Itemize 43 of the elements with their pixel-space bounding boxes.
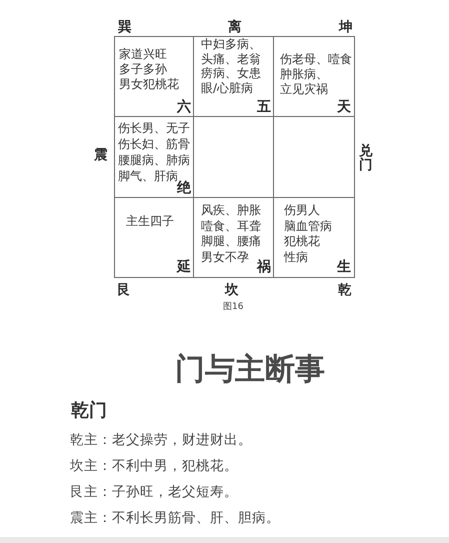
corner-label: 天 — [337, 100, 351, 115]
corner-label: 五 — [257, 100, 271, 115]
cell-text: 多子多孙 — [119, 62, 167, 76]
grid-cell — [193, 197, 274, 278]
corner-label: 延 — [177, 260, 191, 275]
corner-label: 生 — [337, 260, 351, 275]
figure-caption: 图16 — [223, 302, 244, 313]
cell-text: 主生四子 — [126, 214, 174, 228]
cell-text: 伤男人 — [284, 203, 320, 218]
cell-text: 中妇多病、头痛、老翁痨病、女患眼/心脏病 — [201, 37, 262, 95]
cell-text: 肿胀病、 — [280, 66, 328, 82]
cell-text: 家道兴旺 — [119, 46, 167, 62]
grid-cell — [273, 36, 355, 117]
direction-label: 艮 — [117, 283, 131, 297]
direction-label: 坎 — [225, 283, 239, 297]
direction-label: 震 — [94, 148, 108, 162]
grid-cell — [114, 36, 194, 117]
grid-cell — [114, 116, 194, 198]
body-text: 坎主：不利中男，犯桃花。 — [70, 457, 238, 475]
grid-cell — [193, 36, 274, 117]
cell-text: 伤老母、噎食 — [280, 52, 352, 66]
body-text: 艮主：子孙旺，老父短寿。 — [70, 483, 238, 501]
corner-label: 绝 — [177, 181, 191, 196]
cell-text: 性病 — [284, 250, 308, 265]
grid-cell — [193, 116, 274, 198]
grid-cell — [273, 197, 355, 278]
cell-text: 男女犯桃花 — [119, 76, 179, 92]
direction-label: 离 — [228, 20, 242, 34]
direction-label: 乾 — [338, 283, 352, 297]
direction-label: 坤 — [339, 20, 353, 34]
direction-label: 兑门 — [359, 144, 373, 172]
section-heading: 乾门 — [71, 400, 107, 422]
direction-label: 巽 — [118, 20, 132, 34]
grid-cell — [114, 197, 194, 278]
cell-text: 立见灾祸 — [280, 82, 328, 96]
section-title: 门与主断事 — [175, 352, 325, 388]
cell-text: 犯桃花 — [284, 234, 320, 250]
corner-label: 祸 — [257, 260, 271, 275]
corner-label: 六 — [177, 100, 191, 115]
grid-cell — [273, 116, 355, 198]
cell-text: 脑血管病 — [284, 218, 332, 234]
body-text: 震主：不利长男筋骨、肝、胆病。 — [70, 509, 280, 527]
body-text: 乾主：老父操劳，财进财出。 — [70, 431, 252, 449]
